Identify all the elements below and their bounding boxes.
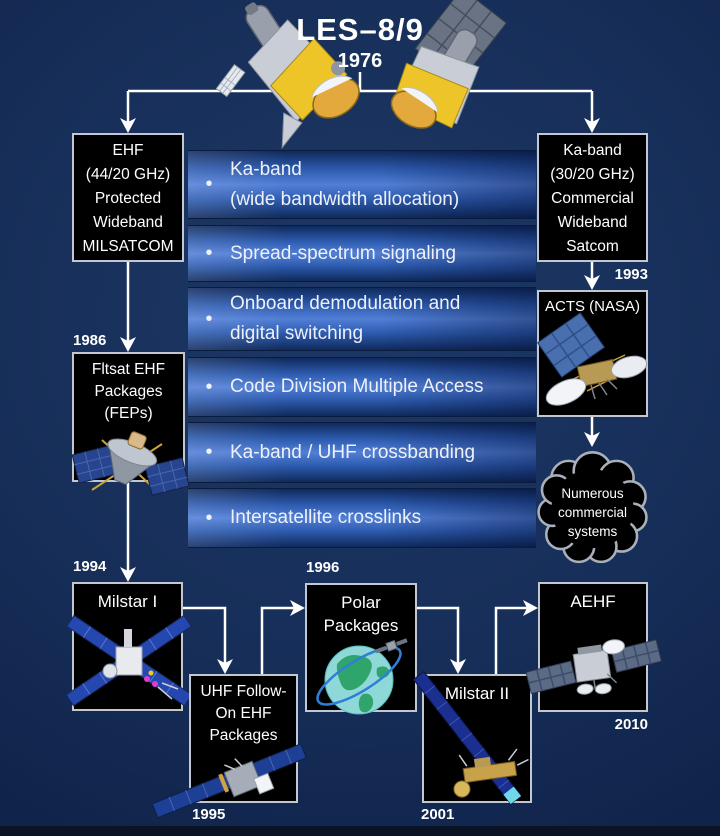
acts-satellite-icon — [536, 312, 648, 406]
bullet-icon: • — [205, 173, 213, 195]
feature-bar-spread-spectrum: • Spread-spectrum signaling — [188, 225, 536, 282]
year-label-1995: 1995 — [192, 806, 226, 823]
year-label-2010: 2010 — [614, 716, 648, 733]
les-8-satellite-icon — [215, 2, 360, 150]
feature-bar-crosslinks: • Intersatellite crosslinks — [188, 488, 536, 548]
node-text-line: MILSATCOM — [82, 238, 174, 255]
bullet-icon: • — [205, 441, 213, 463]
feature-text: digital switching — [230, 323, 364, 344]
node-text-line: Wideband — [93, 214, 163, 231]
year-label-1994: 1994 — [73, 558, 107, 575]
diagram-title: LES–8/9 — [296, 12, 424, 47]
les-9-satellite-icon — [390, 28, 480, 129]
feature-bar-cdma: • Code Division Multiple Access — [188, 357, 536, 417]
year-label-1993: 1993 — [614, 266, 648, 283]
node-text-line: (44/20 GHz) — [85, 166, 171, 183]
bullet-icon: • — [205, 506, 213, 529]
polar-orbit-globe-icon — [316, 638, 408, 715]
ufo-satellite-icon — [151, 743, 307, 819]
node-text-line: (FEPs) — [104, 405, 153, 422]
node-text-line: On EHF — [215, 705, 272, 722]
node-text-line: Packages — [323, 616, 399, 635]
node-ehf-milsatcom: EHF (44/20 GHz) Protected Wideband MILSA… — [72, 133, 184, 262]
les-8-9-satellites-illustration — [215, 0, 507, 150]
node-milstar-2: Milstar II — [412, 670, 532, 805]
node-text-line: Satcom — [566, 238, 619, 255]
node-ka-band-commercial: Ka-band (30/20 GHz) Commercial Wideband … — [537, 133, 648, 262]
bullet-icon: • — [205, 375, 213, 398]
feature-text: Code Division Multiple Access — [230, 376, 484, 397]
node-polar-packages: Polar Packages — [305, 583, 417, 715]
node-text-line: Milstar II — [444, 684, 510, 703]
node-text-line: Commercial — [551, 190, 634, 207]
feature-text: Spread-spectrum signaling — [230, 242, 457, 264]
cloud-label-line: systems — [567, 524, 618, 539]
feature-text: (wide bandwidth allocation) — [230, 188, 460, 210]
node-milstar-1: Milstar I — [65, 582, 193, 711]
node-text-line: Fltsat EHF — [91, 361, 166, 378]
node-text-line: (30/20 GHz) — [550, 166, 635, 183]
milstar2-satellite-icon — [412, 670, 529, 805]
feature-text: Ka-band / UHF crossbanding — [230, 441, 476, 463]
feature-bar-onboard-demodulation: • Onboard demodulation and digital switc… — [188, 287, 536, 351]
bullet-icon: • — [205, 242, 213, 264]
node-fltsat-feps: Fltsat EHF Packages (FEPs) — [71, 352, 190, 496]
milstar1-satellite-icon — [65, 614, 193, 707]
cloud-label-line: commercial — [557, 505, 627, 520]
node-text-line: Wideband — [557, 214, 628, 231]
cloud-label-line: Numerous — [561, 486, 624, 501]
feature-bar-crossbanding: • Ka-band / UHF crossbanding — [188, 422, 536, 483]
bullet-icon: • — [205, 307, 213, 330]
node-text-line: UHF Follow- — [200, 683, 287, 700]
fltsat-satellite-icon — [71, 431, 190, 496]
node-text-line: Packages — [209, 727, 278, 744]
node-acts-nasa: ACTS (NASA) — [536, 290, 648, 417]
feature-bar-ka-band: • Ka-band (wide bandwidth allocation) — [188, 150, 536, 219]
node-text-line: Packages — [94, 383, 163, 400]
node-text-line: Ka-band — [563, 142, 622, 159]
node-text-line: Milstar I — [97, 592, 158, 611]
year-label-1986: 1986 — [73, 332, 107, 349]
node-text-line: Polar — [341, 593, 381, 612]
diagram-title-year: 1976 — [337, 50, 383, 72]
year-label-1996: 1996 — [306, 559, 340, 576]
feature-text: Intersatellite crosslinks — [230, 507, 422, 528]
cloud-label: Numerous commercial systems — [536, 484, 649, 541]
bottom-border-strip — [0, 826, 720, 836]
year-label-2001: 2001 — [421, 806, 455, 823]
node-aehf: AEHF — [525, 582, 662, 712]
cloud-shape — [537, 451, 648, 564]
node-text-line: Protected — [94, 190, 162, 207]
node-text-line: ACTS (NASA) — [544, 298, 640, 315]
aehf-satellite-icon — [525, 639, 662, 695]
node-text-line: EHF — [112, 142, 144, 159]
node-uhf-follow-on: UHF Follow- On EHF Packages — [151, 674, 307, 819]
node-text-line: AEHF — [570, 592, 616, 611]
feature-text: Ka-band — [230, 158, 302, 180]
feature-text: Onboard demodulation and — [230, 293, 461, 314]
